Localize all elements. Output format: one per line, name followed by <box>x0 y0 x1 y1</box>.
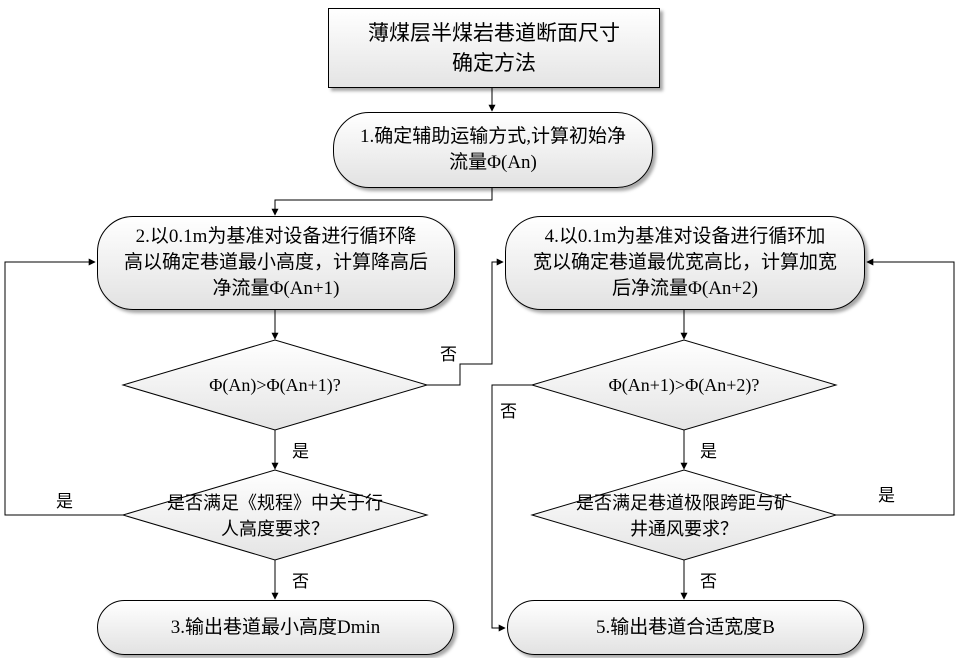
node-step1: 1.确定辅助运输方式,计算初始净 流量Φ(An) <box>333 112 653 188</box>
label-d4-no: 否 <box>700 572 717 592</box>
node-output3: 3.输出巷道最小高度Dmin <box>97 600 454 655</box>
node-output5: 5.输出巷道合适宽度B <box>507 600 864 655</box>
decision3-text: 是否满足《规程》中关于行 人高度要求？ <box>150 490 400 542</box>
label-d1-no: 否 <box>440 345 457 365</box>
node-step4: 4.以0.1m为基准对设备进行循环加 宽以确定巷道最优宽高比，计算加宽 后净流量… <box>505 216 865 310</box>
label-d2-yes: 是 <box>700 442 717 462</box>
label-d4-yes: 是 <box>878 486 895 506</box>
node-title: 薄煤层半煤岩巷道断面尺寸 确定方法 <box>328 8 660 88</box>
label-d3-yes: 是 <box>56 492 73 512</box>
label-d1-yes: 是 <box>292 442 309 462</box>
decision4-text: 是否满足巷道极限跨距与矿 井通风要求？ <box>559 490 809 542</box>
node-step2: 2.以0.1m为基准对设备进行循环降 高以确定巷道最小高度，计算降高后 净流量Φ… <box>97 216 455 310</box>
decision1-text: Φ(An)>Φ(An+1)? <box>170 370 380 400</box>
label-d3-no: 否 <box>292 572 309 592</box>
edge-step1-step2 <box>275 188 492 215</box>
label-d2-no: 否 <box>500 402 517 422</box>
decision2-text: Φ(An+1)>Φ(An+2)? <box>579 370 789 400</box>
edge-decision3-loop-step2 <box>5 262 123 515</box>
